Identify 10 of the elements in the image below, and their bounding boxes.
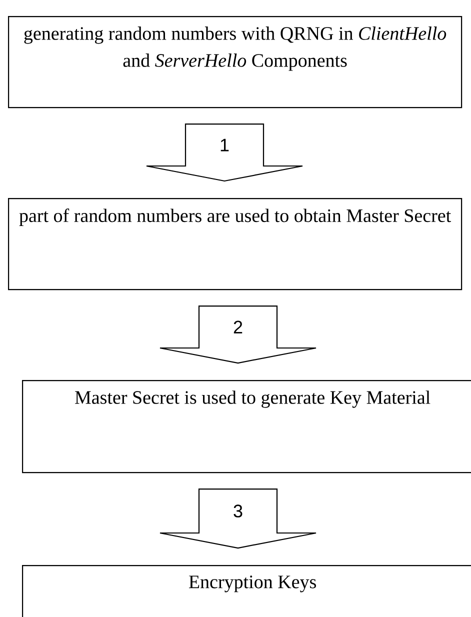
edge-label: 2 — [234, 320, 242, 334]
process-box: part of random numbers are used to obtain Master Secret — [8, 198, 462, 290]
block-arrow — [159, 488, 317, 549]
edge-label: 3 — [234, 504, 242, 518]
process-box: generating random numbers with QRNG in ClientHello and ServerHello Components — [8, 16, 462, 108]
process-box: Encryption Keys — [22, 565, 471, 617]
block-arrow — [159, 306, 317, 364]
edge-label: 1 — [220, 138, 229, 152]
process-box: Master Secret is used to generate Key Material — [22, 380, 471, 474]
block-arrow — [146, 124, 304, 182]
